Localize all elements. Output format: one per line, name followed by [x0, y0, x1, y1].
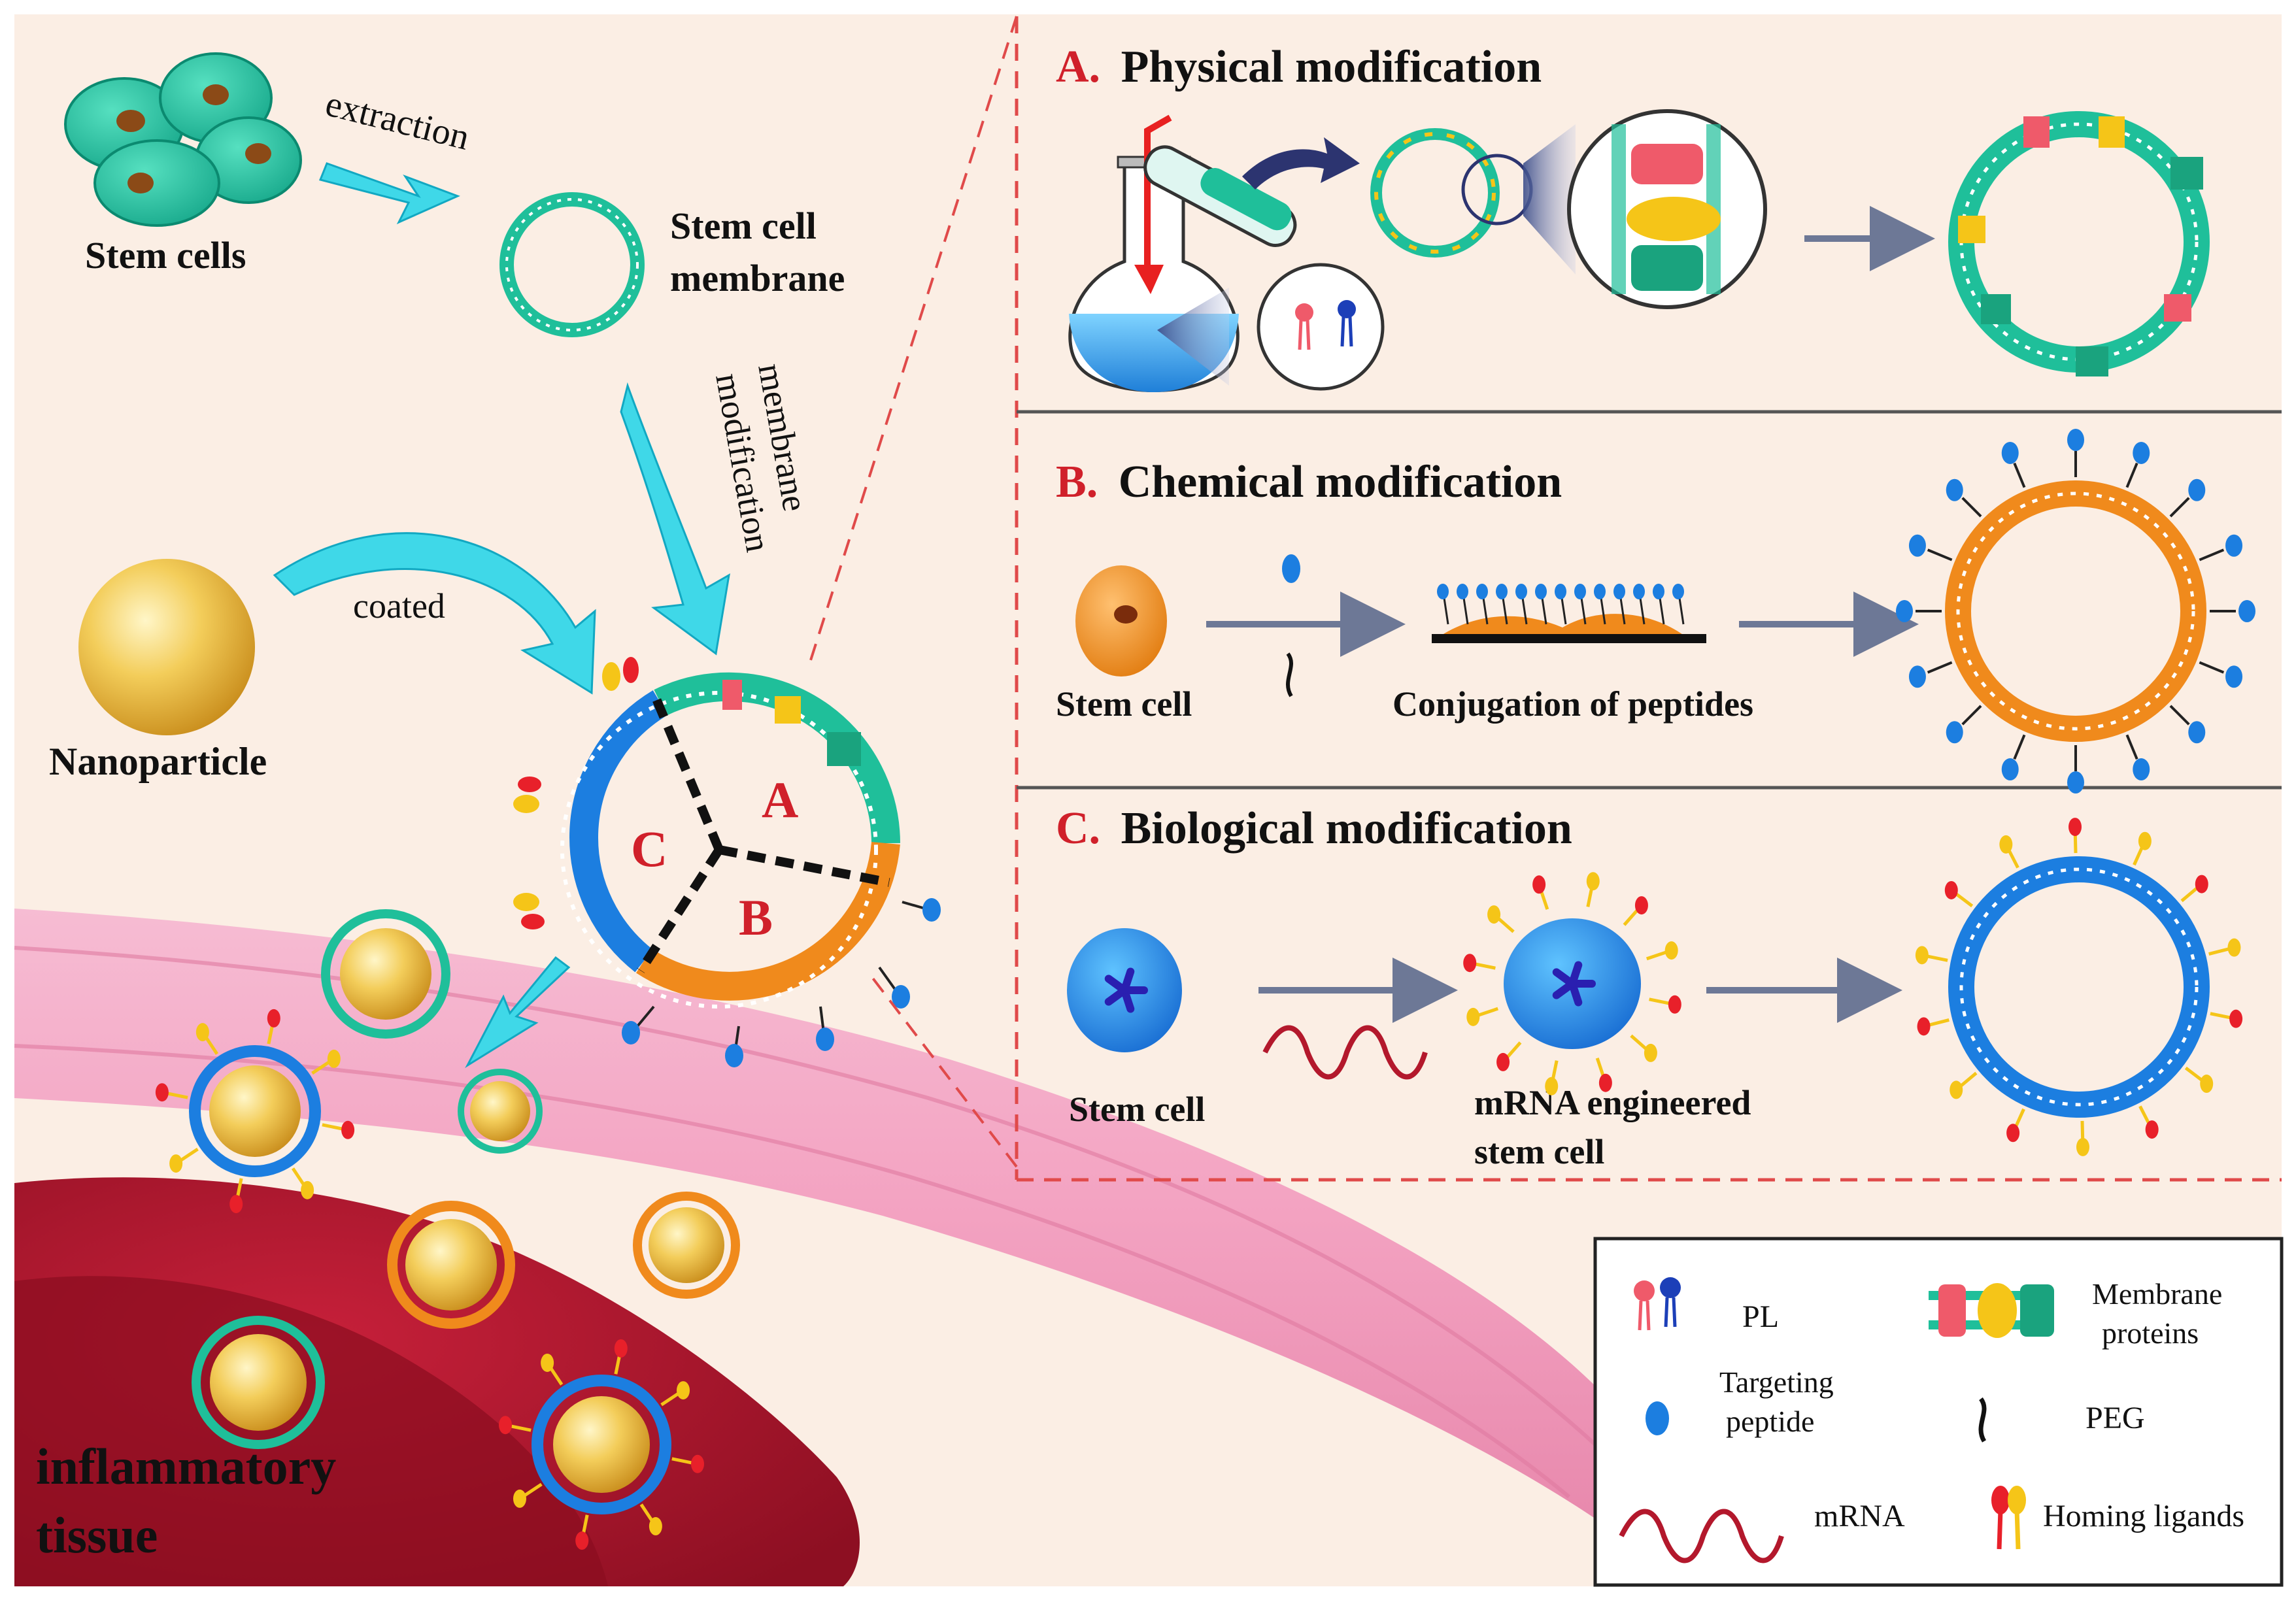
- zoom-cone: [1523, 124, 1576, 275]
- legend-targeting-label-2: peptide: [1726, 1405, 1814, 1438]
- svg-text:B. Chemical modification: B. Chemical modification: [1056, 457, 1562, 507]
- radial-ligands: [155, 429, 2255, 1550]
- legend-membrane-label-1: Membrane: [2092, 1277, 2222, 1311]
- engineered-label-1: mRNA engineered: [1474, 1083, 1751, 1122]
- nanoparticle-label: Nanoparticle: [49, 740, 267, 783]
- tissue-label-2: tissue: [36, 1507, 158, 1563]
- panel-b-result-ring: [1945, 480, 2206, 742]
- coated-label: coated: [353, 586, 445, 626]
- tissue-label-1: inflammatory: [36, 1438, 336, 1495]
- pl-icon: [1634, 1277, 1681, 1331]
- legend-targeting-label-1: Targeting: [1719, 1365, 1834, 1399]
- stem-cells-label: Stem cells: [85, 234, 246, 276]
- svg-text:A. Physical modification: A. Physical modification: [1056, 42, 1542, 92]
- mrna-icon: [1262, 1025, 1428, 1080]
- panel-b-stem-cell-label: Stem cell: [1056, 684, 1192, 724]
- peptide-icon: [1282, 554, 1300, 583]
- panel-a-letter: A.: [1056, 42, 1100, 92]
- peg-icon: [1286, 652, 1293, 697]
- sector-a-label: A: [762, 771, 798, 828]
- legend-membrane-label-2: proteins: [2102, 1316, 2199, 1350]
- membrane-proteins-icon: [1929, 1283, 2054, 1338]
- test-tube-icon: [1143, 145, 1297, 247]
- engineered-label-2: stem cell: [1474, 1132, 1604, 1171]
- panel-c-result-ring: [1948, 856, 2210, 1118]
- coated-arrow: [273, 532, 596, 695]
- membrane-label-1: Stem cell: [670, 205, 817, 247]
- panel-c-title: Biological modification: [1121, 803, 1572, 854]
- nanoparticle-sphere: [78, 559, 255, 735]
- conjugation-label: Conjugation of peptides: [1393, 684, 1753, 724]
- panel-c-stem-cell-label: Stem cell: [1069, 1090, 1205, 1129]
- legend-mrna-label: mRNA: [1814, 1499, 1905, 1533]
- coated-nanoparticles: [189, 909, 740, 1514]
- panel-a-title: Physical modification: [1121, 42, 1542, 92]
- extraction-arrow: [318, 162, 460, 225]
- transfer-arrow: [1242, 137, 1360, 190]
- panel-b-title: Chemical modification: [1119, 457, 1562, 507]
- panel-b-letter: B.: [1056, 457, 1098, 507]
- sector-b-label: B: [739, 889, 773, 946]
- svg-text:C. Biological modification: C. Biological modification: [1056, 803, 1572, 854]
- stem-cell-membrane-ring: [499, 192, 645, 337]
- panel-a-result-ring: [1948, 111, 2210, 376]
- membrane-modification-arrow: [620, 382, 730, 656]
- flask-zoom-pl: [1157, 263, 1385, 391]
- modified-membrane-ring: [513, 657, 941, 1067]
- legend-peg-label: PEG: [2085, 1401, 2145, 1435]
- legend-homing-label: Homing ligands: [2043, 1499, 2244, 1533]
- homing-ligands-icon: [1991, 1486, 2026, 1550]
- zoom-membrane-proteins: [1567, 109, 1767, 309]
- sector-c-label: C: [631, 820, 667, 877]
- membrane-label-2: membrane: [670, 257, 845, 299]
- delivery-arrow: [465, 956, 571, 1069]
- mrna-legend-icon: [1619, 1509, 1784, 1563]
- mixing-ring: [1370, 128, 1500, 258]
- targeting-peptide-icon: [1646, 1401, 1669, 1435]
- stem-cells-illustration: [64, 52, 302, 227]
- legend-pl-label: PL: [1742, 1299, 1779, 1334]
- peg-legend-icon: [1978, 1397, 1987, 1443]
- panel-c-letter: C.: [1056, 803, 1100, 854]
